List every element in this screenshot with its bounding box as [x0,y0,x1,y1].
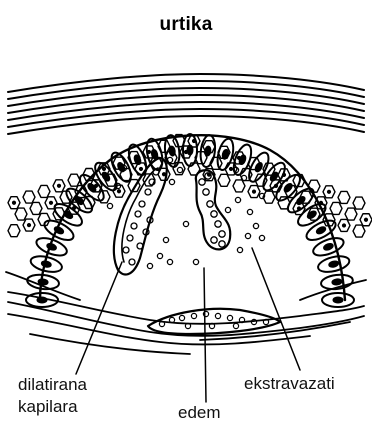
leader-edem [204,268,206,402]
stratum-corneum-layer [8,74,364,134]
label-extravasates: ekstravazati [244,373,335,395]
label-kapilara: kapilara [18,396,87,418]
basal-cell-layer [26,134,354,307]
leader-ekstravazati [252,248,300,370]
label-dilatirana: dilatirana [18,374,87,396]
label-edema: edem [178,402,221,424]
label-dilated-capillary: dilatirana kapilara [18,374,87,418]
